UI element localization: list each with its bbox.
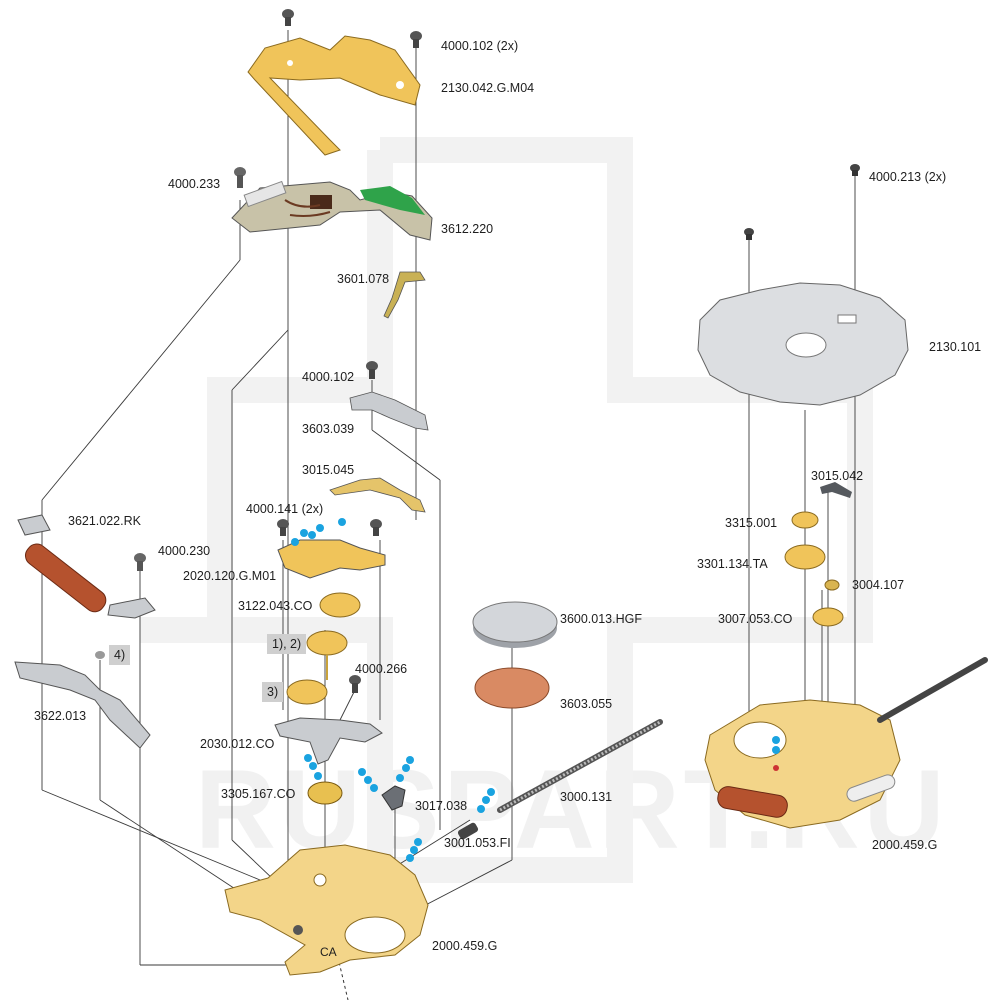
label-part: 3603.039 bbox=[302, 422, 355, 436]
label-part: 3000.131 bbox=[560, 790, 613, 804]
label-part: 4000.141 (2x) bbox=[246, 502, 324, 516]
bridge-2130-042 bbox=[247, 35, 421, 156]
label-part: 2000.459.G bbox=[432, 939, 498, 953]
note-tag: 1), 2) bbox=[267, 634, 307, 654]
label-part: 3603.055 bbox=[560, 697, 613, 711]
rotor-wheel-3305-167 bbox=[307, 781, 343, 805]
dial-plate-2130-101 bbox=[697, 282, 909, 406]
main-plate-2000-459-right bbox=[704, 657, 988, 829]
screw-icon bbox=[282, 9, 294, 26]
label-part: 2130.101 bbox=[929, 340, 982, 354]
pinion-3004-107 bbox=[824, 579, 840, 591]
label-part: 2130.042.G.M04 bbox=[441, 81, 535, 95]
lever-3015-042 bbox=[820, 482, 852, 498]
label-part: 3601.078 bbox=[337, 272, 390, 286]
label-part: 4000.213 (2x) bbox=[869, 170, 947, 184]
jewel-icon bbox=[95, 651, 105, 659]
insulator-3603-055 bbox=[474, 667, 550, 709]
label-part: 3612.220 bbox=[441, 222, 494, 236]
spring-3015-045 bbox=[329, 477, 426, 513]
label-part: 3600.013.HGF bbox=[560, 612, 642, 626]
note-tag: 4) bbox=[109, 645, 131, 665]
label-part: 3622.013 bbox=[34, 709, 87, 723]
screw-icon bbox=[134, 553, 146, 571]
wheel-3122-043 bbox=[319, 592, 361, 618]
label-part: 3004.107 bbox=[852, 578, 905, 592]
screw-icon bbox=[370, 519, 382, 536]
label-part: 3305.167.CO bbox=[221, 787, 296, 801]
screw-icon bbox=[366, 361, 378, 379]
label-part: 3122.043.CO bbox=[238, 599, 313, 613]
hour-wheel-3301-134 bbox=[784, 544, 826, 570]
label-part: 4000.102 (2x) bbox=[441, 39, 519, 53]
jewel-icon bbox=[773, 765, 779, 771]
note-tag: 3) bbox=[262, 682, 284, 702]
label-part: 3017.038 bbox=[415, 799, 468, 813]
setting-lever-3017-038 bbox=[381, 785, 406, 811]
bridge-2030-012 bbox=[274, 717, 383, 765]
contact-spring-3601-078 bbox=[383, 271, 426, 319]
label-part: 2030.012.CO bbox=[200, 737, 275, 751]
winding-stem-3000-131 bbox=[497, 719, 663, 813]
leader-lines bbox=[41, 30, 856, 966]
label-part: 4000.233 bbox=[168, 177, 221, 191]
screw-icon bbox=[410, 31, 422, 48]
minute-wheel-3007-053 bbox=[812, 607, 844, 627]
wheel-note-1-2 bbox=[306, 630, 348, 680]
battery-3600-013 bbox=[472, 601, 558, 648]
clutch-pinion-3001-053 bbox=[457, 822, 479, 840]
train-bridge-2020-120 bbox=[277, 539, 386, 579]
label-part: 3007.053.CO bbox=[718, 612, 793, 626]
wheel-note-3 bbox=[286, 679, 328, 705]
stator-3622-013 bbox=[14, 661, 151, 749]
watermark-cross bbox=[140, 137, 873, 883]
label-part: 2020.120.G.M01 bbox=[183, 569, 277, 583]
label-part: 2000.459.G bbox=[872, 838, 938, 852]
label-part: 4000.102 bbox=[302, 370, 355, 384]
battery-clamp-3603-039 bbox=[349, 391, 429, 431]
main-plate-2000-459-left bbox=[224, 844, 429, 976]
screw-icon bbox=[234, 167, 246, 188]
label-part: 4000.230 bbox=[158, 544, 211, 558]
label-part: 3315.001 bbox=[725, 516, 778, 530]
label-part: 4000.266 bbox=[355, 662, 408, 676]
washer-3315-001 bbox=[791, 511, 819, 529]
label-part: 3621.022.RK bbox=[68, 514, 141, 528]
screw-icon bbox=[349, 675, 361, 693]
label-part: 3301.134.TA bbox=[697, 557, 768, 571]
coil-3621-022 bbox=[17, 514, 156, 619]
oil-drop-markers bbox=[291, 518, 780, 862]
screw-icon bbox=[744, 228, 754, 240]
screw-icon bbox=[277, 519, 289, 536]
label-part: 3015.045 bbox=[302, 463, 355, 477]
label-part: 3001.053.FI bbox=[444, 836, 511, 850]
circuit-module-3612-220 bbox=[231, 180, 433, 241]
plate-marking: CA bbox=[320, 945, 337, 959]
label-part: 3015.042 bbox=[811, 469, 864, 483]
screw-icon bbox=[850, 164, 860, 176]
